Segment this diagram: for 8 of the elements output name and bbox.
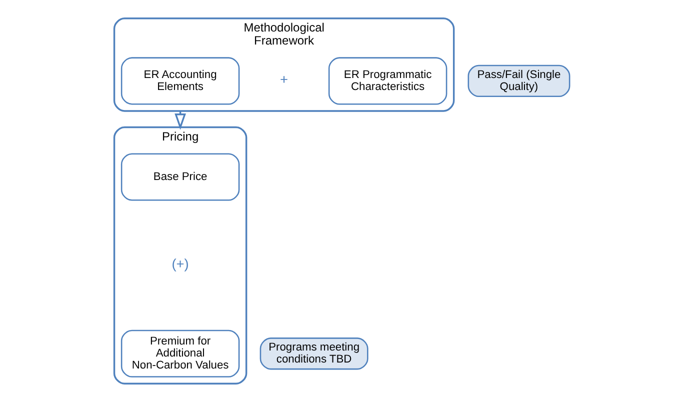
node-box: Programs meeting conditions TBD: [259, 338, 368, 370]
node-box: ER Programmatic Characteristics: [328, 57, 447, 105]
label: (+): [171, 256, 188, 272]
node-box: ER Accounting Elements: [120, 57, 240, 105]
label: +: [280, 72, 288, 88]
node-box: Premium for Additional Non-Carbon Values: [120, 330, 240, 378]
node-box: Base Price: [120, 153, 240, 201]
node-box: Pass/Fail (Single Quality): [467, 64, 570, 98]
